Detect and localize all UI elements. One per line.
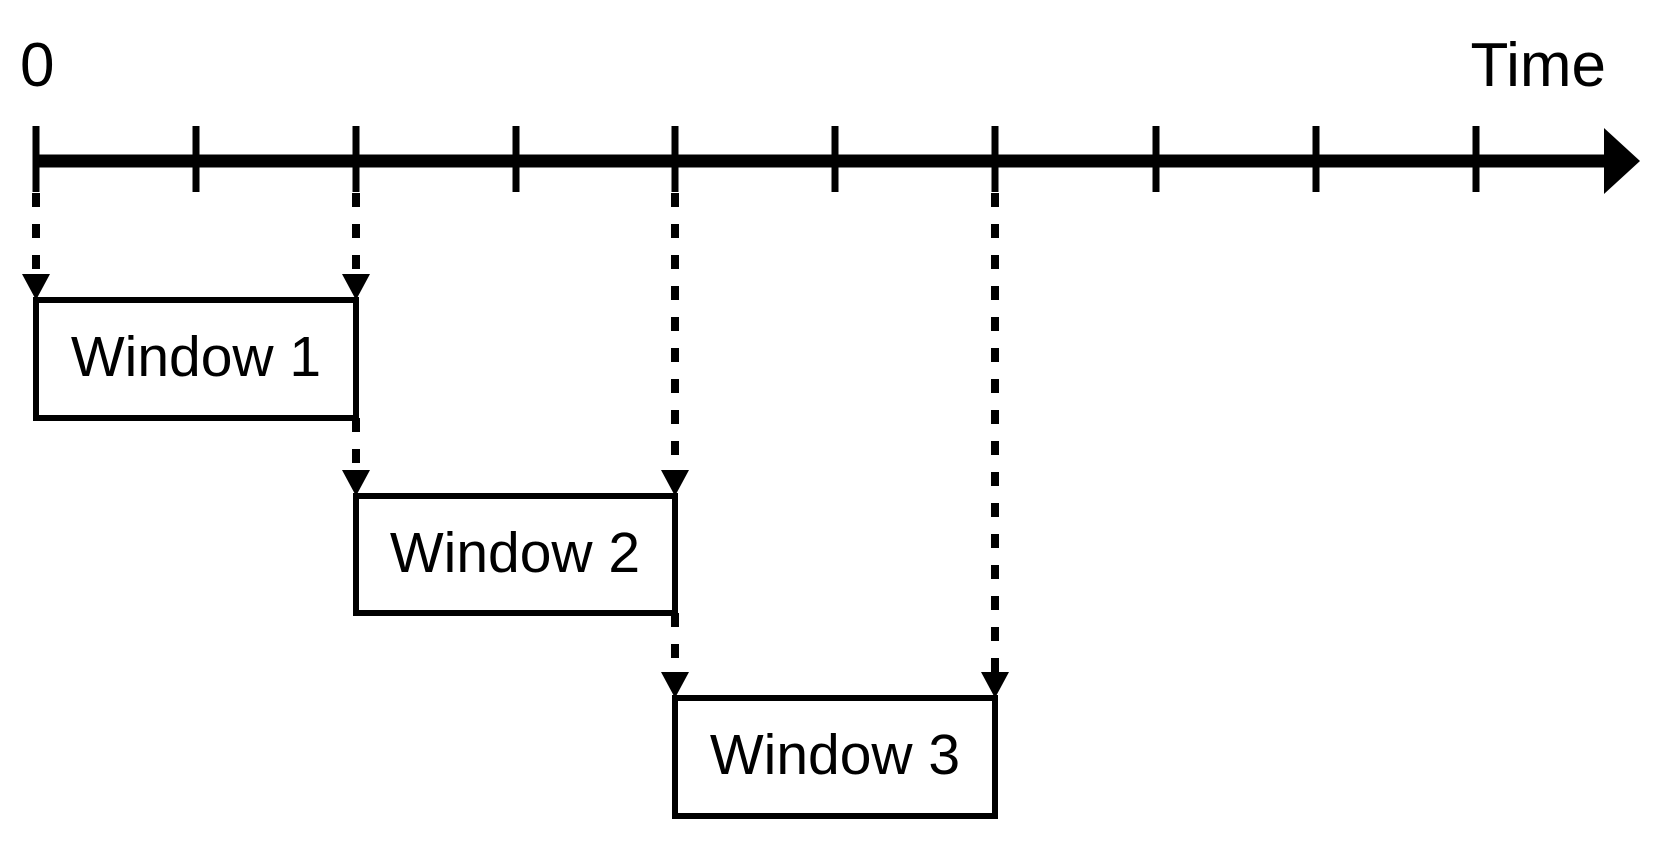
window-label-1: Window 1 — [71, 325, 321, 389]
connector-arrowhead-w2-right — [661, 470, 689, 496]
connector-arrowhead-w2-left — [342, 470, 370, 496]
connector-arrowhead-w3-left — [661, 672, 689, 698]
window-label-3: Window 3 — [710, 723, 960, 787]
window-box-3 — [672, 695, 998, 819]
connector-arrowhead-w1-left — [22, 274, 50, 300]
connector-arrowhead-w1-right — [342, 274, 370, 300]
window-label-2: Window 2 — [390, 521, 640, 585]
window-boxes: Window 1 Window 2 Window 3 — [33, 297, 998, 819]
window-box-2 — [353, 493, 678, 616]
window-box-1 — [33, 297, 359, 421]
connector-arrowhead-w3-right — [981, 672, 1009, 698]
time-axis-label: Time — [1471, 31, 1606, 100]
origin-label: 0 — [20, 31, 54, 100]
time-axis-arrowhead — [1604, 128, 1640, 194]
window-connectors — [22, 193, 1009, 698]
